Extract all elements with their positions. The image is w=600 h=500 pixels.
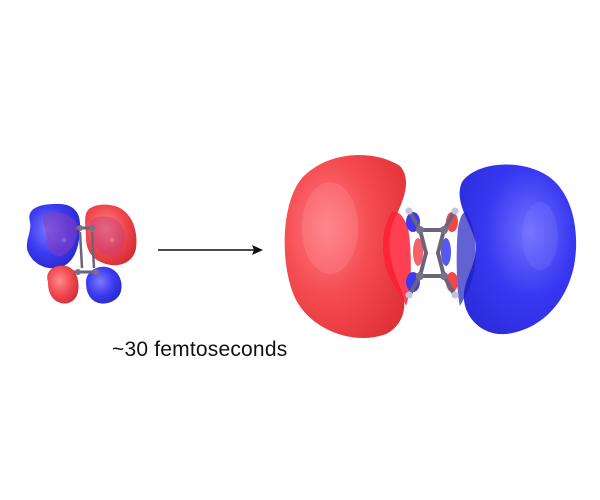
lobe-upper-left-overlap (42, 212, 78, 257)
inner-lobe-negative (441, 238, 451, 266)
arrowhead-icon (252, 245, 263, 255)
time-evolution-arrow (158, 245, 263, 255)
lobe-upper-right-overlap (90, 216, 125, 256)
lobe-large-negative-ridge (456, 212, 476, 306)
ring-atoms (416, 226, 448, 280)
atom-hydrogen (109, 237, 115, 243)
lobe-large-negative (459, 164, 577, 335)
time-caption: ~30 femtoseconds (112, 338, 288, 361)
lobe-upper-right-positive (85, 204, 137, 266)
final-state-molecule (284, 154, 577, 339)
bond-left (78, 231, 84, 269)
hydrogen-atoms (405, 207, 459, 299)
lobe-lower-left-positive (47, 265, 79, 304)
lobe-large-positive (284, 154, 407, 339)
lobe-lower-right-negative (86, 266, 122, 304)
lobe-highlight (302, 182, 358, 274)
lobe-large-positive-ridge (383, 211, 411, 306)
atom (77, 225, 83, 231)
initial-state-molecule (26, 203, 137, 304)
lobe-highlight (522, 202, 558, 270)
atom (93, 269, 99, 275)
atom-hydrogen (61, 237, 67, 243)
atom (75, 269, 81, 275)
atom (89, 225, 95, 231)
bond-right (90, 231, 96, 269)
inner-lobe-positive (413, 238, 423, 266)
